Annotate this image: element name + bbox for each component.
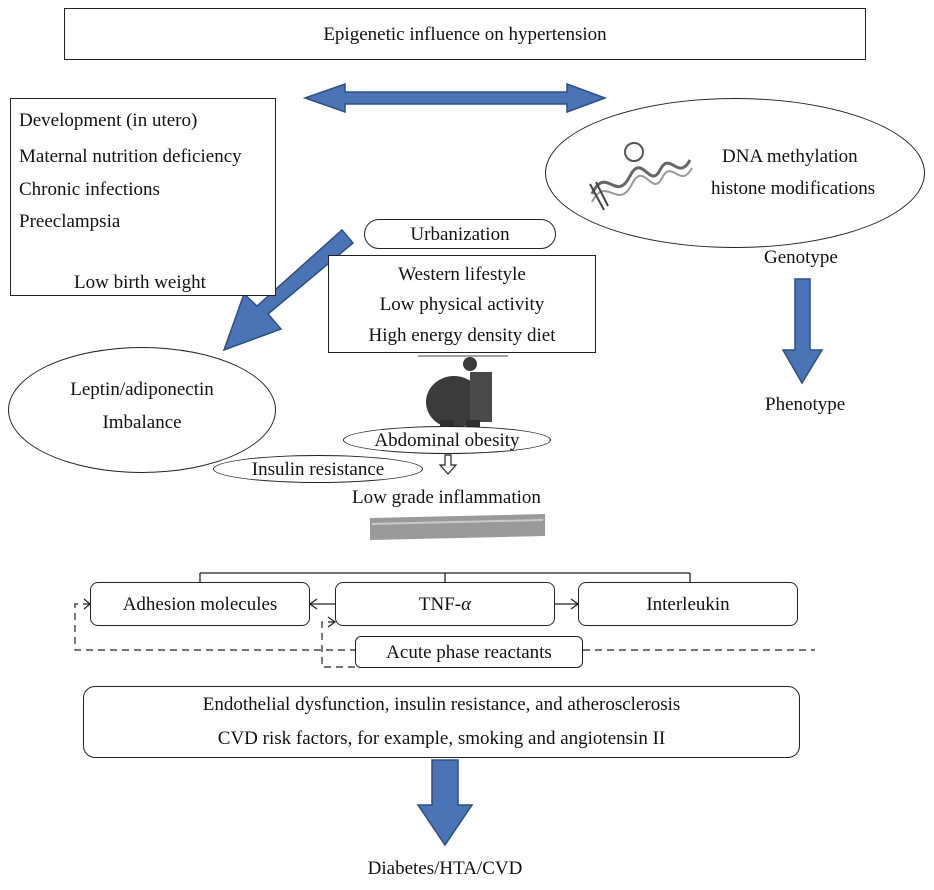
interleukin-box: Interleukin bbox=[578, 582, 798, 626]
tree-connector bbox=[199, 572, 691, 582]
prenatal-outcome: Low birth weight bbox=[74, 272, 206, 293]
leptin-line1: Leptin/adiponectin bbox=[70, 379, 214, 400]
endothelial-line1: Endothelial dysfunction, insulin resista… bbox=[202, 694, 681, 715]
leptin-ellipse: Leptin/adiponectin Imbalance bbox=[8, 347, 276, 473]
lifestyle-box: Western lifestyle Low physical activity … bbox=[328, 255, 596, 353]
epigenetic-ellipse: DNA methylation histone modifications bbox=[545, 98, 925, 248]
outcome-arrow bbox=[416, 759, 474, 847]
tnf-to-interleukin-arrow bbox=[555, 598, 580, 610]
vessel-image bbox=[370, 514, 545, 540]
lifestyle-item: High energy density diet bbox=[368, 325, 556, 346]
genotype-arrow bbox=[781, 278, 824, 385]
endothelial-line2: CVD risk factors, for example, smoking a… bbox=[217, 728, 666, 749]
leptin-line2: Imbalance bbox=[102, 412, 182, 433]
epigenetic-line2: histone modifications bbox=[711, 178, 876, 199]
abdominal-obesity-ellipse: Abdominal obesity bbox=[343, 426, 551, 454]
tnf-label: TNF-α bbox=[418, 594, 472, 615]
small-hollow-arrow bbox=[438, 454, 458, 475]
epigenetic-line1: DNA methylation bbox=[722, 146, 858, 167]
low-grade-inflammation-label: Low grade inflammation bbox=[352, 487, 541, 508]
prenatal-item: Chronic infections bbox=[19, 179, 160, 200]
acute-phase-label: Acute phase reactants bbox=[386, 642, 552, 663]
abdominal-obesity-label: Abdominal obesity bbox=[374, 430, 520, 451]
tnf-box: TNF-α bbox=[335, 582, 555, 626]
acute-phase-box: Acute phase reactants bbox=[355, 636, 583, 668]
double-arrow bbox=[302, 82, 608, 114]
tnf-to-adhesion-arrow bbox=[308, 598, 335, 610]
outcome-label: Diabetes/HTA/CVD bbox=[367, 858, 523, 879]
insulin-resistance-ellipse: Insulin resistance bbox=[213, 455, 423, 483]
adhesion-molecules-box: Adhesion molecules bbox=[90, 582, 310, 626]
urbanization-label: Urbanization bbox=[410, 224, 510, 245]
lifestyle-item: Low physical activity bbox=[379, 294, 545, 315]
dna-illustration bbox=[589, 142, 693, 211]
title: Epigenetic influence on hypertension bbox=[323, 24, 607, 45]
obese-person-image bbox=[418, 355, 508, 434]
prenatal-box: Development (in utero) Maternal nutritio… bbox=[10, 98, 276, 296]
lifestyle-item: Western lifestyle bbox=[398, 264, 526, 285]
insulin-resistance-label: Insulin resistance bbox=[251, 459, 385, 480]
urbanization-pill: Urbanization bbox=[364, 219, 556, 249]
prenatal-item: Preeclampsia bbox=[19, 211, 121, 232]
diagonal-arrow bbox=[222, 228, 355, 352]
adhesion-molecules-label: Adhesion molecules bbox=[122, 594, 278, 615]
interleukin-label: Interleukin bbox=[646, 594, 730, 615]
endothelial-box: Endothelial dysfunction, insulin resista… bbox=[83, 686, 800, 758]
genotype-label: Genotype bbox=[764, 247, 838, 268]
prenatal-item: Development (in utero) bbox=[19, 110, 198, 131]
prenatal-item: Maternal nutrition deficiency bbox=[19, 146, 242, 167]
phenotype-label: Phenotype bbox=[765, 394, 846, 415]
dashed-feedback bbox=[74, 603, 815, 668]
title-box: Epigenetic influence on hypertension bbox=[64, 8, 866, 60]
